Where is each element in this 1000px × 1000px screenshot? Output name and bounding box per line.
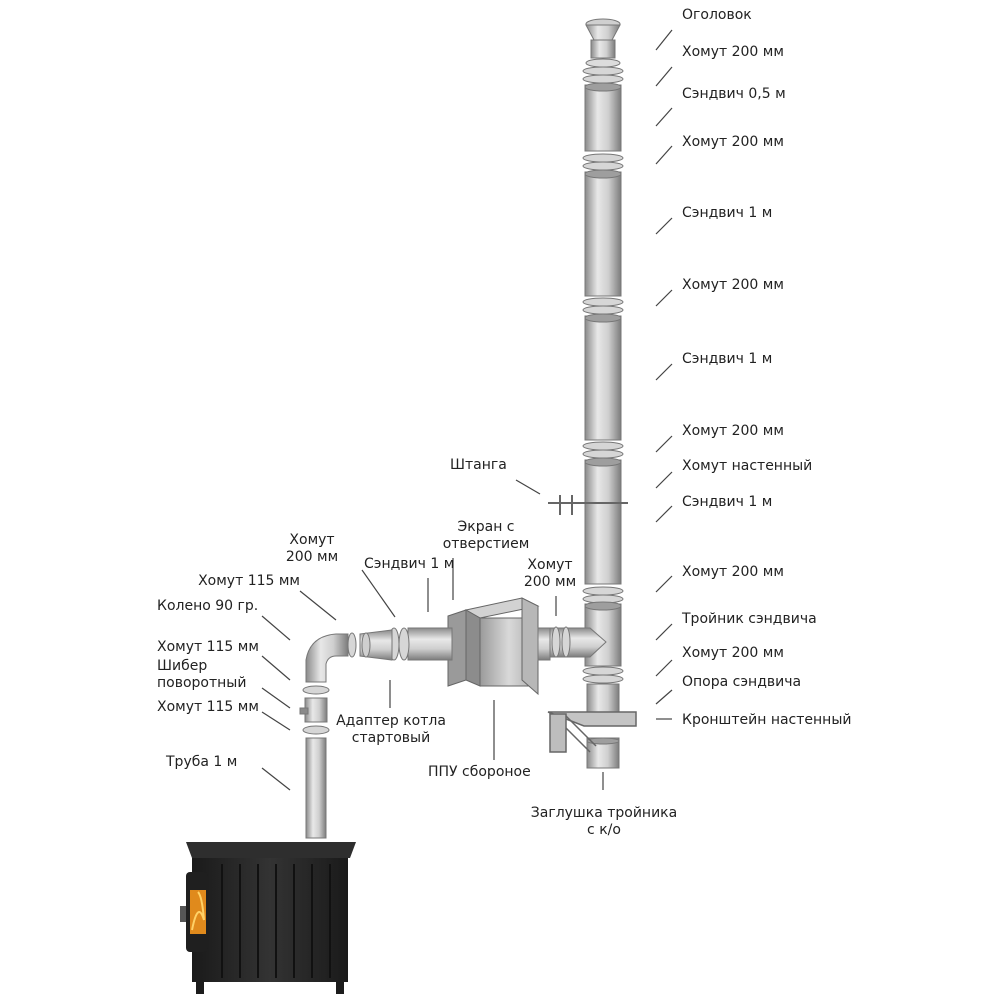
label-khomut-200: Хомут 200 мм (682, 564, 784, 580)
label-ppu: ППУ сбороное (428, 764, 531, 780)
label-sendvich-1: Сэндвич 1 м (682, 351, 773, 367)
label-ogolovok: Оголовок (682, 7, 752, 23)
label-khomut-200: Хомут 200 мм (682, 277, 784, 293)
label-khomut-200: Хомут 200 мм (682, 44, 784, 60)
label-shtanga: Штанга (450, 457, 507, 473)
stove (180, 842, 356, 994)
label-truba: Труба 1 м (166, 754, 238, 770)
leader-lines (261, 29, 673, 791)
label-adapter: Адаптер котла стартовый (336, 713, 446, 746)
label-opora: Опора сэндвича (682, 674, 802, 690)
label-sendvich-1: Сэндвич 1 м (682, 494, 773, 510)
label-troynik: Тройник сэндвича (682, 611, 817, 627)
clamp-ring (398, 627, 410, 661)
wall-bracket (547, 711, 637, 753)
horizontal-sandwich (407, 627, 453, 661)
label-ekran: Экран с отверстием (442, 519, 530, 552)
label-kronshtein: Кронштейн настенный (682, 712, 852, 728)
label-sendvich-1-mid: Сэндвич 1 м (364, 556, 455, 572)
label-sendvich-05: Сэндвич 0,5 м (682, 86, 786, 102)
label-zaglushka: Заглушка тройника с к/о (530, 805, 678, 838)
elbow-90 (305, 633, 349, 683)
label-shiber: Шибер поворотный (157, 658, 247, 691)
clamp-ring (561, 626, 571, 658)
label-khomut-nastenny: Хомут настенный (682, 458, 813, 474)
label-khomut-200-mid: Хомут 200 мм (523, 557, 577, 590)
clamp-ring (551, 626, 561, 658)
label-khomut-200: Хомут 200 мм (682, 645, 784, 661)
sandwich-pipes (584, 82, 622, 769)
label-khomut-200: Хомут 200 мм (682, 423, 784, 439)
lower-pipe (299, 685, 330, 839)
wall-clamp (548, 495, 628, 515)
label-khomut-115: Хомут 115 мм (157, 639, 259, 655)
clamp-ring (347, 632, 357, 658)
label-khomut-200: Хомут 200 мм (682, 134, 784, 150)
label-khomut-115: Хомут 115 мм (157, 699, 259, 715)
wall-passthrough-box (447, 597, 540, 696)
label-sendvich-1: Сэндвич 1 м (682, 205, 773, 221)
clamp-rings (582, 66, 624, 684)
label-koleno: Колено 90 гр. (157, 598, 259, 614)
cap (585, 18, 621, 68)
label-khomut-200-left: Хомут 200 мм (285, 532, 339, 565)
label-khomut-115: Хомут 115 мм (198, 573, 300, 589)
